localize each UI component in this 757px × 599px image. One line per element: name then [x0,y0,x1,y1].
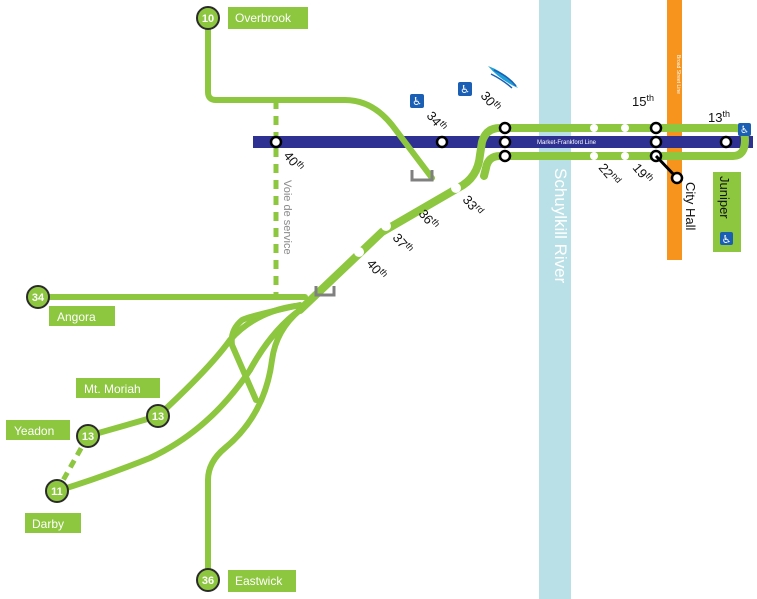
terminus-route-11[interactable]: 11 Darby [25,479,81,533]
label-juniper: Juniper [717,176,732,219]
station-36th[interactable] [407,198,417,208]
terminus-route-13-moriah[interactable]: Mt. Moriah 13 [76,378,170,428]
station-37th[interactable] [381,221,391,231]
darby-label: Darby [32,517,64,531]
terminus-route-13-yeadon[interactable]: Yeadon 13 [6,420,100,448]
label-15th: 15th [632,93,654,109]
station-40th-trolley[interactable] [354,247,364,257]
mfl-line-label: Market-Frankford Line [537,140,597,146]
terminus-route-36[interactable]: 36 Eastwick [196,568,296,592]
label-40th-mfl: 40th [281,148,307,175]
station-30th-south[interactable] [498,149,512,163]
label-22nd: 22nd [596,160,624,189]
route-34-number: 34 [32,292,45,304]
terminus-route-10[interactable]: 10 Overbrook [196,6,308,30]
route-13-yeadon-number: 13 [82,431,94,443]
eastwick-label: Eastwick [235,574,283,588]
svg-text:♿: ♿ [722,233,732,246]
svg-text:♿: ♿ [460,83,470,96]
svg-text:♿: ♿ [740,125,749,136]
station-19th-north[interactable] [621,124,629,132]
schuylkill-river [539,0,571,599]
label-33rd: 33rd [460,192,487,220]
route-10-number: 10 [202,13,214,25]
station-33rd[interactable] [451,183,461,193]
label-37th: 37th [390,230,416,257]
label-19th: 19th [630,160,656,187]
station-15th-mid[interactable] [649,135,663,149]
route-11-number: 11 [51,486,63,498]
route-10-line [205,15,435,181]
station-22nd-north[interactable] [590,124,598,132]
svg-text:♿: ♿ [412,95,422,108]
station-19th[interactable] [621,152,629,160]
station-34th-mfl[interactable] [435,135,449,149]
label-34th: 34th [424,108,450,135]
angora-label: Angora [57,310,96,324]
accessible-icon: ♿ [458,82,472,96]
bsl-line-label: Broad Street Line [675,55,681,94]
label-13th: 13th [708,109,730,125]
mt-moriah-label: Mt. Moriah [84,382,141,396]
label-40th-trolley: 40th [364,256,390,283]
river-label: Schuylkill River [551,168,570,284]
accessible-icon: ♿ [410,94,424,108]
route-13-spur [228,302,303,403]
station-markers [269,121,733,257]
accessible-icon: ♿ [720,232,733,246]
route-13-moriah-number: 13 [152,411,164,423]
station-40th-mfl[interactable] [269,135,283,149]
label-30th: 30th [478,88,504,115]
accessible-icon: ♿ [738,123,751,136]
station-30th-north[interactable] [498,121,512,135]
amtrak-icon [488,66,518,89]
route-36-number: 36 [202,575,214,587]
service-track-label: Voie de service [281,180,293,255]
route-11-line [54,307,303,494]
label-city-hall: City Hall [683,182,698,231]
station-22nd[interactable] [590,152,598,160]
station-city-hall[interactable] [670,171,684,185]
yeadon-label: Yeadon [14,424,54,438]
station-30th-mid[interactable] [498,135,512,149]
route-36-line [205,307,303,583]
portal-icon [314,286,336,297]
route-13-yeadon-line [85,413,161,439]
terminus-route-34[interactable]: 34 Angora [26,285,115,326]
route-13-yeadon-dashed [54,434,91,493]
label-36th: 36th [416,206,442,233]
portal-icon [410,170,434,182]
station-13th[interactable] [719,135,733,149]
overbrook-label: Overbrook [235,11,292,25]
station-15th-north[interactable] [649,121,663,135]
